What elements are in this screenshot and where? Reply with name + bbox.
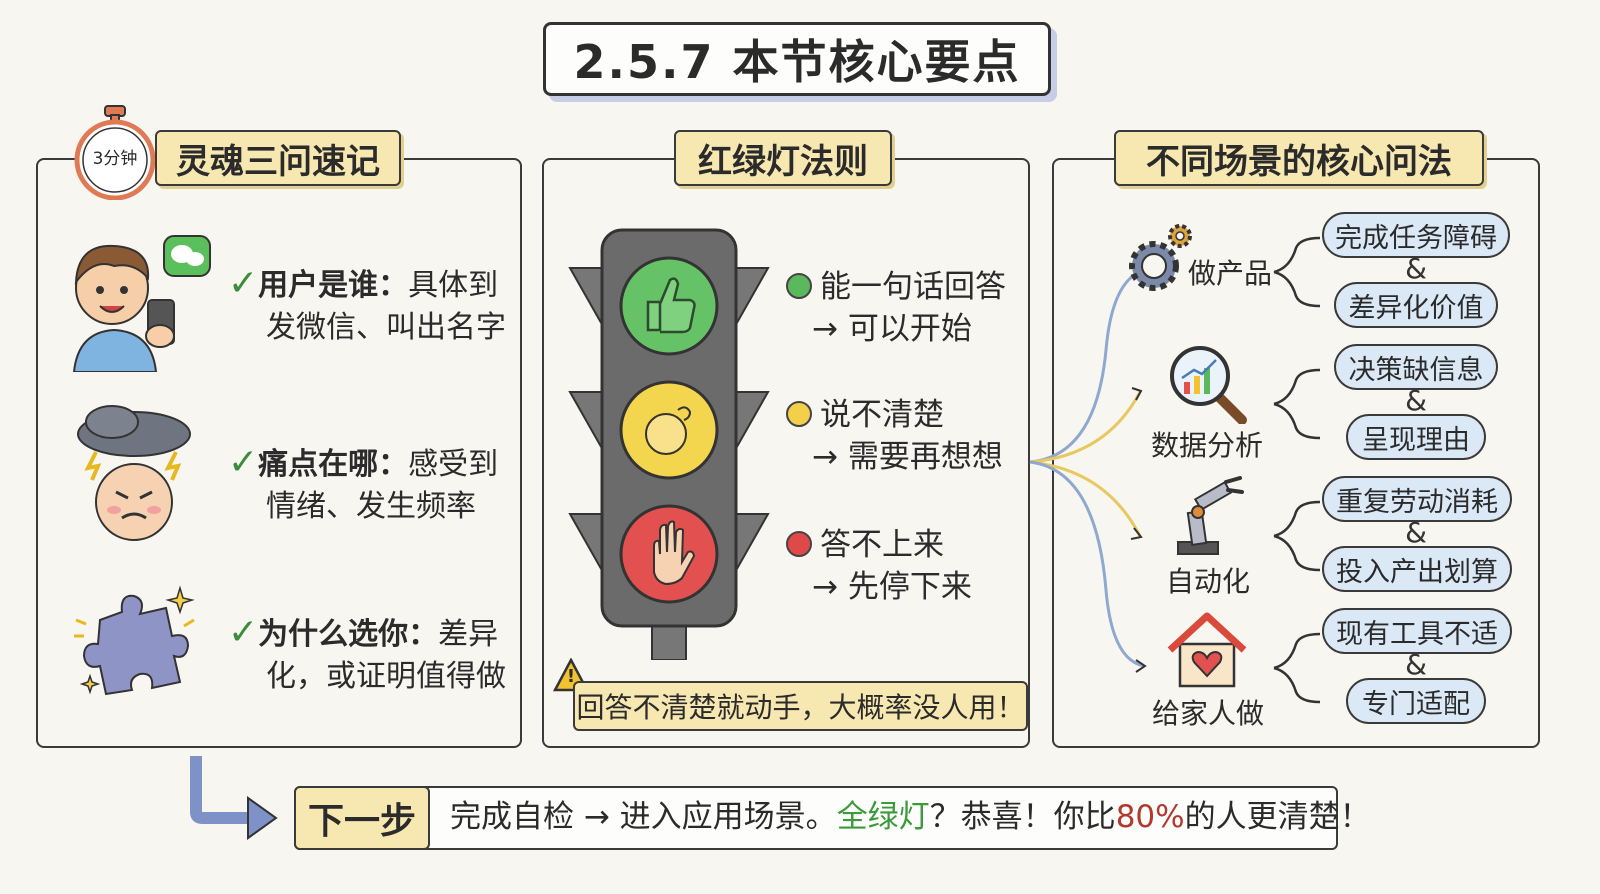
stopwatch-icon: 3分钟	[72, 104, 158, 201]
next-step-part3: 的人更清楚！	[1184, 799, 1371, 835]
green-dot-icon	[786, 272, 812, 299]
next-step-green: 全绿灯	[836, 799, 930, 835]
pill-automation-q2: 投入产出划算	[1322, 546, 1512, 592]
check-icon: ✓	[228, 442, 259, 483]
robot-arm-icon	[1170, 476, 1246, 556]
branch-product	[1273, 236, 1321, 308]
pill-product-q2: 差异化价值	[1334, 282, 1498, 328]
house-heart-icon	[1166, 612, 1248, 688]
yellow-rule-line2: → 需要再想想	[812, 439, 1003, 475]
yellow-dot-icon	[786, 400, 812, 427]
question-why-title: 为什么选你：	[258, 617, 439, 652]
scenario-connector-lines	[1029, 263, 1148, 673]
frustrated-face-illustration	[72, 404, 196, 544]
warning-banner: 回答不清楚就动手，大概率没人用！	[573, 681, 1028, 731]
question-who-text2: 发微信、叫出名字	[266, 310, 506, 345]
amp-product: &	[1405, 252, 1427, 285]
question-pain-text2: 情绪、发生频率	[266, 489, 476, 524]
amp-family: &	[1405, 648, 1427, 681]
question-who-text1: 具体到	[408, 268, 499, 303]
scene-label-data: 数据分析	[1150, 429, 1263, 462]
puzzle-piece-illustration	[70, 580, 200, 700]
pill-data-q1: 决策缺信息	[1334, 344, 1498, 390]
pill-family-q2: 专门适配	[1346, 678, 1486, 724]
page-title: 2.5.7 本节核心要点	[543, 22, 1051, 96]
question-why-you: ✓为什么选你：差异 化，或证明值得做	[228, 612, 518, 698]
question-who: ✓用户是谁：具体到 发微信、叫出名字	[228, 263, 518, 349]
red-rule-line2: → 先停下来	[812, 569, 972, 605]
yellow-light-rule: 说不清楚 → 需要再想想	[786, 394, 1026, 478]
user-phone-illustration	[64, 232, 214, 373]
next-step-pct: 80%	[1115, 799, 1185, 835]
branch-data	[1273, 368, 1321, 440]
timer-label: 3分钟	[92, 149, 138, 169]
scene-label-product: 做产品	[1187, 257, 1272, 290]
red-dot-icon	[786, 530, 812, 557]
magnifier-chart-icon	[1166, 344, 1248, 425]
warning-icon-glyph: !	[566, 666, 576, 687]
next-step-tag: 下一步	[294, 786, 430, 850]
question-pain: ✓痛点在哪：感受到 情绪、发生频率	[228, 442, 518, 528]
soul-questions-heading: 灵魂三问速记	[155, 130, 401, 186]
question-pain-title: 痛点在哪：	[258, 447, 409, 482]
traffic-light-illustration	[566, 228, 772, 661]
traffic-light-heading: 红绿灯法则	[674, 130, 892, 186]
green-rule-line1: 能一句话回答	[820, 269, 1006, 305]
amp-data: &	[1405, 384, 1427, 417]
pill-automation-q1: 重复劳动消耗	[1322, 476, 1512, 522]
pill-data-q2: 呈现理由	[1346, 414, 1486, 460]
green-rule-line2: → 可以开始	[812, 311, 972, 347]
yellow-rule-line1: 说不清楚	[820, 397, 944, 433]
scene-label-family: 给家人做	[1151, 697, 1264, 730]
branch-automation	[1273, 500, 1321, 572]
scene-label-automation: 自动化	[1165, 565, 1250, 598]
amp-automation: &	[1405, 516, 1427, 549]
red-rule-line1: 答不上来	[820, 527, 944, 563]
branch-family	[1273, 632, 1321, 704]
next-step-bar	[294, 786, 1338, 850]
pill-product-q1: 完成任务障碍	[1322, 212, 1510, 258]
gears-icon	[1124, 222, 1196, 296]
next-step-part2: ？恭喜！你比	[929, 799, 1116, 835]
question-why-text2: 化，或证明值得做	[266, 659, 506, 694]
next-step-text: 完成自检 → 进入应用场景。全绿灯？恭喜！你比80%的人更清楚！	[450, 796, 1371, 838]
green-light-rule: 能一句话回答 → 可以开始	[786, 266, 1026, 350]
check-icon: ✓	[228, 263, 259, 304]
scenario-heading: 不同场景的核心问法	[1114, 130, 1484, 186]
question-pain-text1: 感受到	[408, 447, 499, 482]
check-icon: ✓	[228, 612, 259, 653]
next-step-arrow-icon	[190, 756, 278, 840]
question-who-title: 用户是谁：	[258, 268, 409, 303]
question-why-text1: 差异	[438, 617, 499, 652]
red-light-rule: 答不上来 → 先停下来	[786, 524, 1026, 608]
next-step-part1: 完成自检 → 进入应用场景。	[450, 799, 837, 835]
pill-family-q1: 现有工具不适	[1322, 608, 1512, 654]
